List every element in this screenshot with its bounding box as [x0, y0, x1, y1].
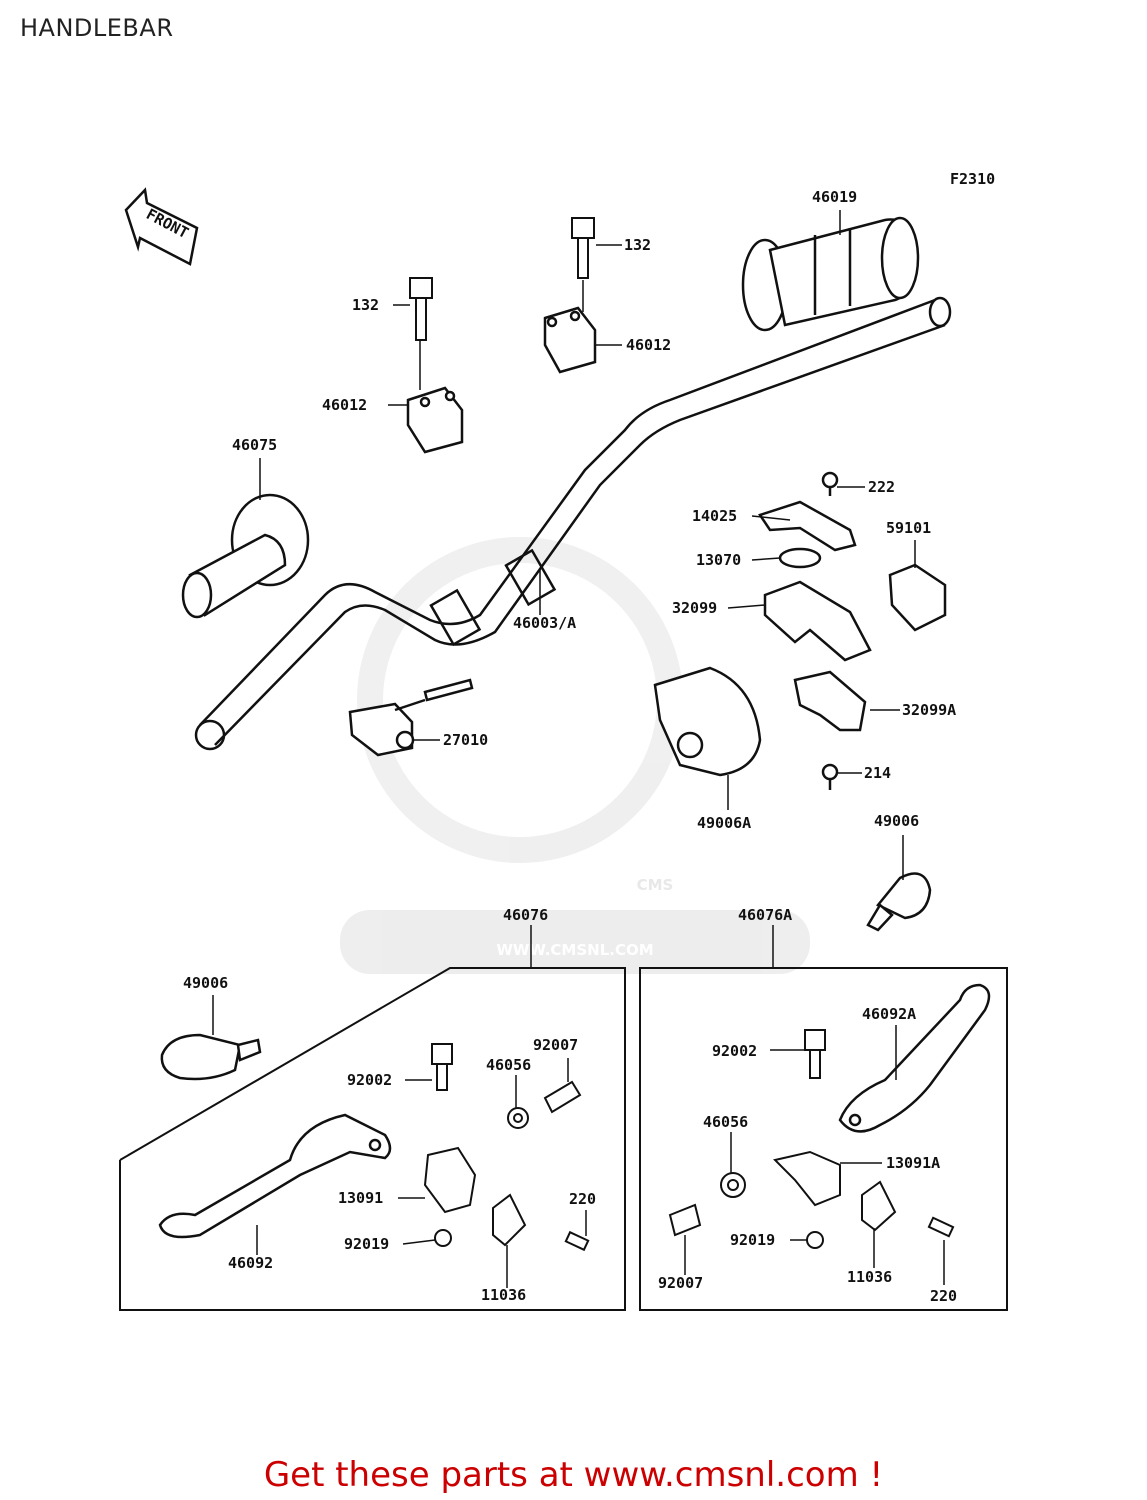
callout-222: 222 — [868, 478, 895, 496]
callout-132-upper: 132 — [624, 236, 651, 254]
callout-49006A: 49006A — [697, 814, 751, 832]
figure-code: F2310 — [950, 170, 995, 188]
callout-220-left: 220 — [569, 1190, 596, 1208]
watermark-logo-text: CMS — [637, 876, 674, 894]
callout-92002-left: 92002 — [347, 1071, 392, 1089]
switch-27010 — [348, 678, 474, 757]
lever-46092A — [838, 983, 991, 1133]
cover-49006-right — [866, 872, 932, 932]
callout-13091A: 13091A — [886, 1154, 940, 1172]
callout-220-right: 220 — [930, 1287, 957, 1305]
callout-59101: 59101 — [886, 519, 931, 537]
callout-11036-right: 11036 — [847, 1268, 892, 1286]
callout-13091: 13091 — [338, 1189, 383, 1207]
holder-lower — [406, 386, 464, 454]
housing-49006A — [653, 666, 762, 777]
callout-46076: 46076 — [503, 906, 548, 924]
callout-92007-right: 92007 — [658, 1274, 703, 1292]
callout-92007-left: 92007 — [533, 1036, 578, 1054]
callout-214: 214 — [864, 764, 891, 782]
right-grip — [741, 216, 920, 332]
box-46076A — [639, 967, 1008, 1311]
callout-46056-left: 46056 — [486, 1056, 531, 1074]
callout-46019: 46019 — [812, 188, 857, 206]
callout-46092: 46092 — [228, 1254, 273, 1272]
callout-32099A: 32099A — [902, 701, 956, 719]
callout-labels: 46019 132 132 46012 46012 46075 222 1402… — [183, 188, 957, 1305]
callout-46092A: 46092A — [862, 1005, 916, 1023]
callout-49006-left: 49006 — [183, 974, 228, 992]
callout-46003-a: 46003/A — [513, 614, 576, 632]
callout-14025: 14025 — [692, 507, 737, 525]
callout-46075: 46075 — [232, 436, 277, 454]
right-lever-small-parts — [668, 1029, 955, 1249]
callout-46076A: 46076A — [738, 906, 792, 924]
cover-49006-left — [160, 1033, 262, 1081]
callout-32099: 32099 — [672, 599, 717, 617]
left-grip — [181, 493, 310, 619]
callout-46056-right: 46056 — [703, 1113, 748, 1131]
callout-49006-right: 49006 — [874, 812, 919, 830]
bolt-132-lower — [409, 277, 433, 341]
watermark-url-text: WWW.CMSNL.COM — [496, 941, 653, 959]
callout-132-lower: 132 — [352, 296, 379, 314]
callout-11036-left: 11036 — [481, 1286, 526, 1304]
holder-upper — [543, 306, 597, 374]
box-46076 — [119, 967, 626, 1311]
callout-92002-right: 92002 — [712, 1042, 757, 1060]
front-arrow-icon: FRONT — [124, 187, 199, 266]
lever-46092 — [158, 1113, 392, 1239]
left-lever-small-parts — [423, 1043, 590, 1252]
exploded-parts-diagram: CMS WWW.CMSNL.COM FRONT F2310 — [119, 170, 1008, 1311]
footer-link-text[interactable]: Get these parts at www.cmsnl.com ! — [263, 1455, 884, 1495]
callout-46012-upper: 46012 — [626, 336, 671, 354]
callout-46012-lower: 46012 — [322, 396, 367, 414]
callout-27010: 27010 — [443, 731, 488, 749]
handlebar-tube — [194, 296, 952, 751]
right-clamp-parts — [758, 471, 947, 790]
callout-13070: 13070 — [696, 551, 741, 569]
page-title: HANDLEBAR — [20, 14, 174, 42]
bolt-132-upper — [571, 217, 595, 279]
callout-92019-left: 92019 — [344, 1235, 389, 1253]
callout-92019-right: 92019 — [730, 1231, 775, 1249]
leader-lines — [212, 210, 945, 1288]
